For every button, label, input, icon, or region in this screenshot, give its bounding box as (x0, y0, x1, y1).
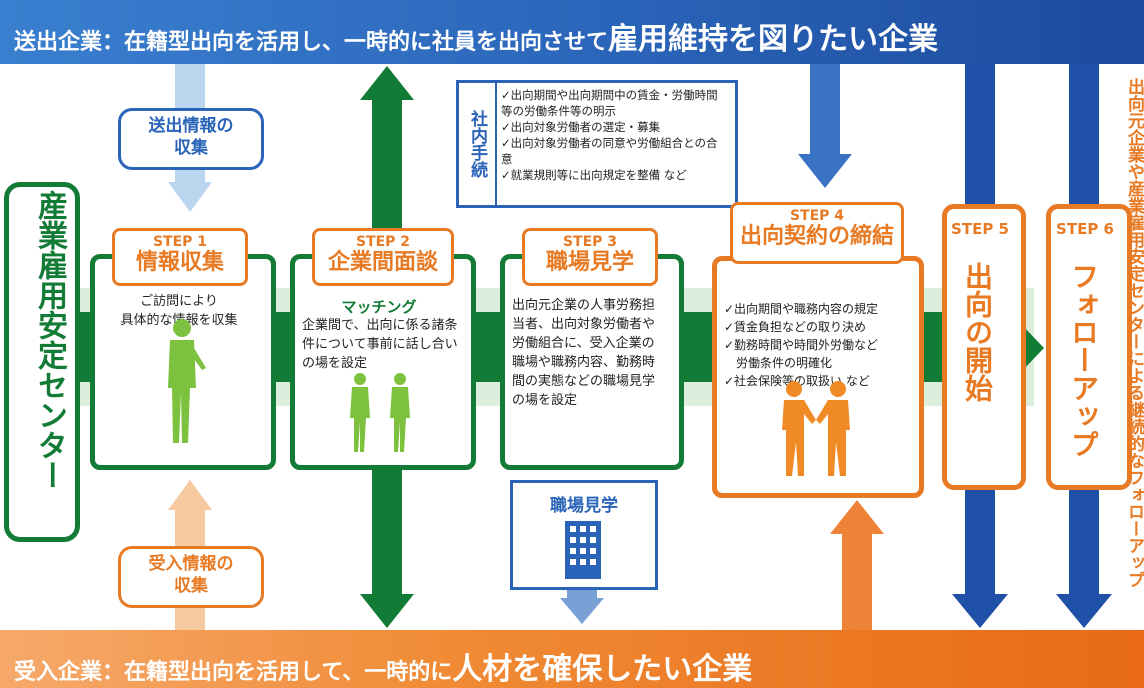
bottom-banner-desc: 在籍型出向を活用して、一時的に (124, 660, 453, 685)
step4-number: STEP 4 (789, 208, 845, 224)
top-banner-desc: 在籍型出向を活用し、一時的に社員を出向させて (124, 30, 609, 55)
step2-body: 企業間で、出向に係る諸条件について事前に話し合いの場を設定 (302, 318, 458, 371)
top-banner: 送出企業：在籍型出向を活用し、一時的に社員を出向させて雇用維持を図りたい企業 (0, 0, 1144, 64)
step4-item: ✓出向期間や職務内容の規定 (724, 302, 879, 316)
step2-title: 企業間面談 (327, 250, 438, 275)
internal-list: ✓出向期間や出向期間中の賃金・労働時間等の労働条件等の明示 ✓出向対象労働者の選… (501, 87, 729, 183)
step2-subtitle: マッチング (341, 298, 417, 316)
internal-procedures: 社内手続 ✓出向期間や出向期間中の賃金・労働時間等の労働条件等の明示 ✓出向対象… (456, 80, 738, 208)
top-banner-emphasis: 雇用維持を図りたい企業 (608, 22, 939, 57)
internal-title: 社内手続 (467, 110, 487, 178)
bottom-banner: 受入企業：在籍型出向を活用して、一時的に人材を確保したい企業 (0, 630, 1144, 688)
bottom-banner-separator: ： (102, 660, 125, 685)
step4-list: ✓出向期間や職務内容の規定 ✓賃金負担などの取り決め ✓勤務時間や時間外労働など… (724, 300, 910, 390)
internal-item: ✓出向期間や出向期間中の賃金・労働時間等の労働条件等の明示 (501, 88, 718, 118)
workplace-label: 職場見学 (550, 496, 618, 516)
step4-item: ✓勤務時間や時間外労働など 労働条件の明確化 (724, 338, 879, 370)
step4-item: ✓賃金負担などの取り決め (724, 320, 867, 334)
receive-info-box: 受入情報の 収集 (118, 546, 264, 608)
center-label: 産業雇用安定センター (32, 190, 67, 490)
step4-label: STEP 4 出向契約の締結 (730, 202, 904, 264)
person-icon (168, 319, 206, 443)
bottom-banner-text: 受入企業：在籍型出向を活用して、一時的に人材を確保したい企業 (14, 644, 752, 688)
step3-label: STEP 3 職場見学 (522, 228, 658, 286)
step4-top-arrow (798, 64, 852, 190)
step3-body: 出向元企業の人事労務担当者、出向対象労働者や労働組合に、受入企業の職場や職務内容… (512, 298, 656, 408)
center-box (4, 182, 80, 542)
bottom-banner-emphasis: 人材を確保したい企業 (452, 652, 753, 687)
step1-label: STEP 1 情報収集 (112, 228, 248, 286)
side-note: 出向元企業や産業雇用安定センターによる継続的なフォローアップ (1124, 78, 1144, 588)
step4-bottom-arrow (830, 500, 884, 630)
handshake-icon (782, 381, 850, 476)
step1-number: STEP 1 (152, 234, 208, 250)
step5-number: STEP 5 (951, 220, 1009, 238)
sender-label: 送出企業 (14, 30, 103, 55)
step2-label: STEP 2 企業間面談 (312, 228, 454, 286)
internal-item: ✓就業規則等に出向規定を整備 など (501, 168, 687, 182)
step4-title: 出向契約の締結 (739, 224, 894, 249)
workplace-box: 職場見学 (510, 480, 658, 590)
step5-box (942, 204, 1026, 490)
step3-title: 職場見学 (545, 250, 634, 275)
step1-title: 情報収集 (135, 250, 224, 275)
top-banner-separator: ： (102, 30, 125, 55)
internal-item: ✓出向対象労働者の同意や労働組合との合意 (501, 136, 718, 166)
top-banner-text: 送出企業：在籍型出向を活用し、一時的に社員を出向させて雇用維持を図りたい企業 (14, 14, 938, 58)
step2-number: STEP 2 (355, 234, 411, 250)
send-info-box: 送出情報の 収集 (118, 108, 264, 170)
internal-item: ✓出向対象労働者の選定・募集 (501, 120, 661, 134)
step5-title: 出向の開始 (961, 262, 994, 402)
receiver-label: 受入企業 (14, 660, 103, 685)
step3-number: STEP 3 (562, 234, 618, 250)
people-icon (350, 373, 410, 452)
step6-title: フォローアップ (1067, 262, 1100, 458)
building-icon (565, 521, 601, 579)
step6-number: STEP 6 (1056, 220, 1114, 238)
step4-box (712, 256, 924, 498)
step6-box (1046, 204, 1132, 490)
